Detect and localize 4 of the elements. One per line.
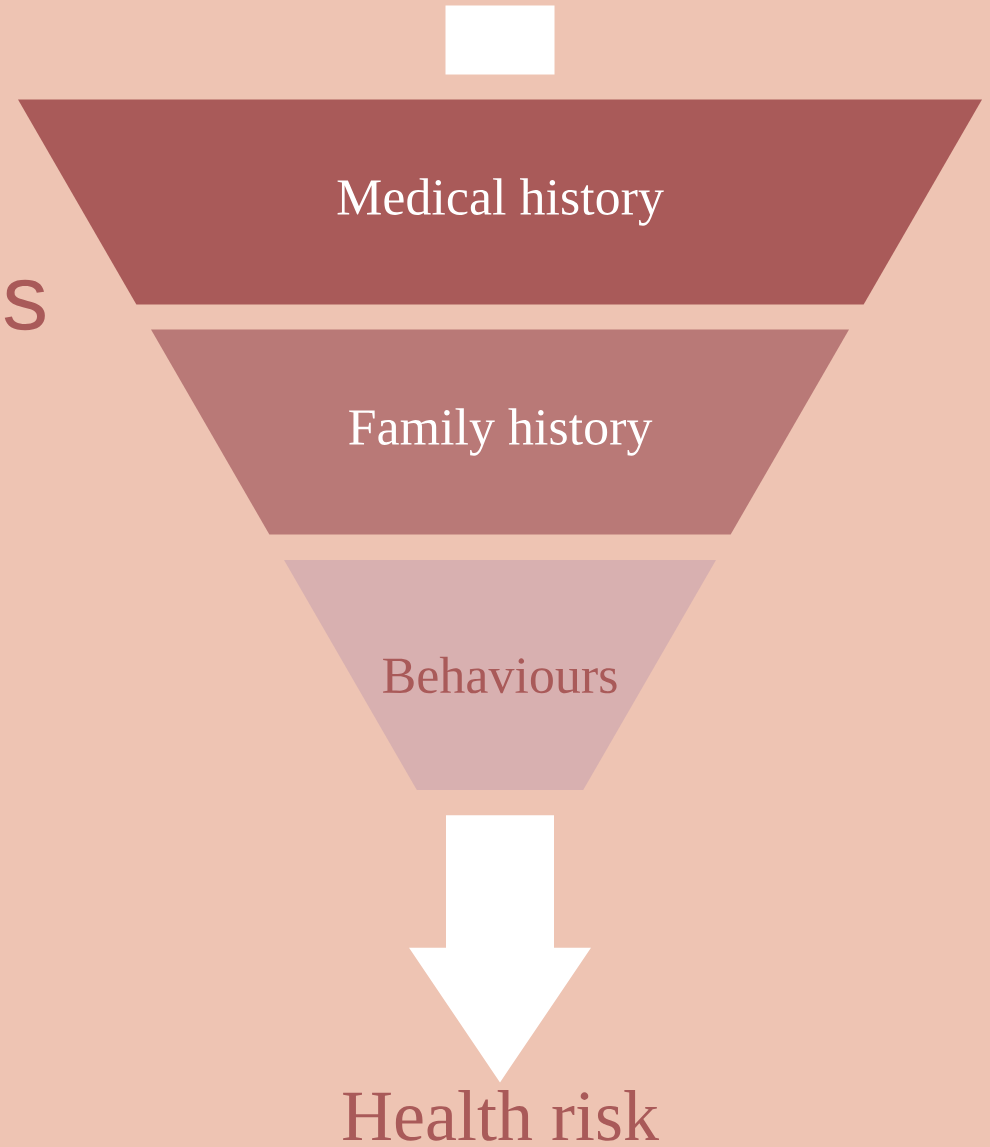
box <box>445 5 555 75</box>
funnel-segment: Behaviours <box>284 560 716 790</box>
result-text: Health risk <box>343 1090 659 1141</box>
funnel-segment: Family history <box>151 329 849 535</box>
